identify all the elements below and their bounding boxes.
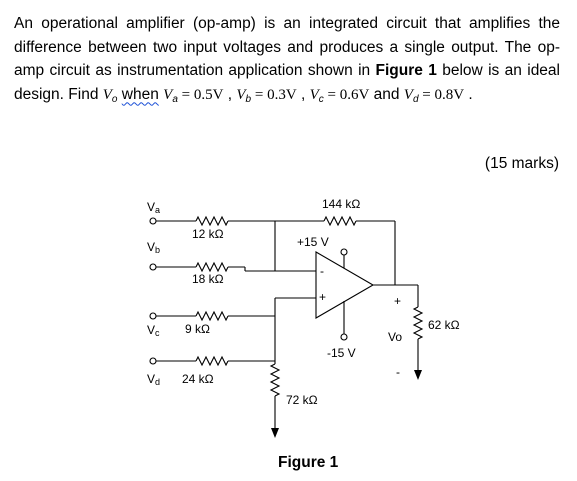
and-word: and — [369, 85, 404, 103]
resistor-9k — [195, 310, 229, 322]
comma-1: , — [223, 85, 237, 103]
vc-label: Vc — [147, 323, 160, 338]
resistor-12k — [195, 215, 229, 227]
vd-symbol: V — [403, 86, 413, 103]
va-symbol: V — [163, 86, 173, 103]
r-ground-label: 72 kΩ — [286, 393, 318, 407]
vb-symbol: V — [236, 86, 246, 103]
vd-value: = 0.8V — [418, 86, 465, 103]
r-a-label: 12 kΩ — [192, 227, 224, 241]
vo-symbol: V — [102, 86, 112, 103]
va-subscript: a — [172, 93, 178, 105]
comma-2: , — [296, 85, 310, 103]
ground-arrow-72k — [271, 428, 279, 438]
r-b-label: 18 kΩ — [192, 272, 224, 286]
figure-reference: Figure 1 — [375, 62, 437, 79]
va-value: = 0.5V — [177, 86, 224, 103]
problem-after-ref: below is an ideal design. Find — [14, 62, 560, 103]
problem-statement: An operational amplifier (op-amp) is an … — [14, 12, 560, 111]
vb-value: = 0.3V — [251, 86, 297, 103]
vd-terminal — [149, 357, 157, 365]
vminus-terminal — [340, 333, 348, 341]
vb-label: Vb — [147, 240, 160, 255]
supply-pos-label: +15 V — [297, 235, 329, 249]
supply-neg-label: -15 V — [327, 346, 356, 360]
vc-terminal — [149, 312, 157, 320]
vo-plus-sign: + — [394, 294, 401, 308]
vc-symbol: V — [309, 86, 319, 103]
r-feedback-label: 144 kΩ — [322, 197, 360, 211]
vd-label: Vd — [147, 372, 160, 387]
inverting-sign: - — [320, 264, 324, 278]
vo-subscript: o — [111, 93, 118, 105]
r-c-label: 9 kΩ — [185, 322, 210, 336]
vc-subscript: c — [318, 93, 324, 105]
vc-value: = 0.6V — [323, 86, 370, 103]
resistor-62k — [412, 306, 424, 340]
vb-terminal — [149, 263, 157, 271]
problem-intro: An operational amplifier (op-amp) is an … — [14, 15, 560, 79]
r-d-label: 24 kΩ — [182, 372, 214, 386]
r-load-label: 62 kΩ — [428, 318, 460, 332]
ground-arrow-62k — [414, 370, 422, 380]
vo-label: Vo — [388, 330, 402, 344]
resistor-144k — [323, 215, 357, 227]
noninverting-sign: + — [319, 290, 326, 304]
vo-minus-sign: - — [396, 365, 400, 379]
marks-label: (15 marks) — [484, 155, 559, 172]
figure-caption: Figure 1 — [278, 454, 339, 471]
resistor-72k — [269, 363, 281, 397]
resistor-24k — [195, 355, 229, 367]
period: . — [464, 85, 473, 103]
va-terminal — [149, 217, 157, 225]
when-word: when — [121, 85, 159, 103]
vb-subscript: b — [245, 93, 252, 105]
va-label: Va — [147, 200, 160, 215]
resistor-18k — [195, 261, 229, 273]
vplus-terminal — [340, 248, 348, 256]
vd-subscript: d — [412, 93, 419, 105]
